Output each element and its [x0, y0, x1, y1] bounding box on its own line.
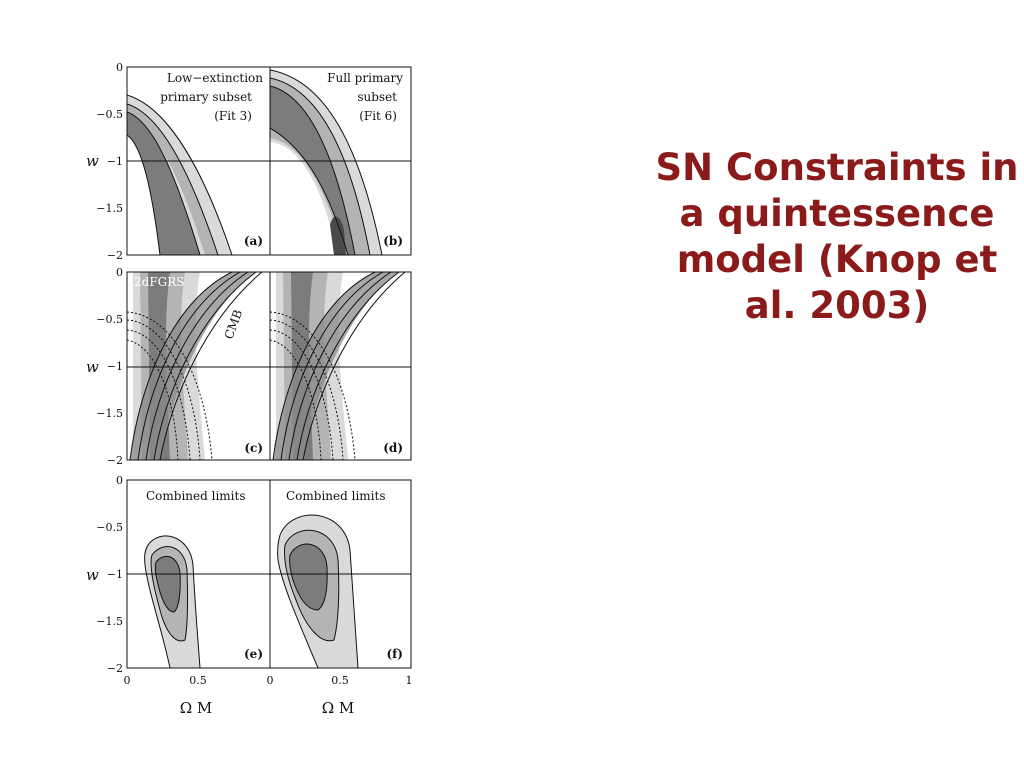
x-tick-label: 0	[124, 674, 131, 687]
panel-c-contours	[127, 272, 263, 460]
y-tick-label: −1.5	[96, 615, 123, 628]
panel-e-annotation: Combined limits	[146, 489, 246, 503]
y-tick-label: −1	[107, 155, 123, 168]
panel-f-annotation: Combined limits	[286, 489, 386, 503]
y-tick-label: −0.5	[96, 521, 123, 534]
panel-d: (d)	[269, 271, 412, 461]
panel-e: Combined limits (e)	[126, 479, 271, 669]
y-tick-label: 0	[116, 474, 123, 487]
x-axis-left: 0 0.5 Ω M	[124, 674, 213, 717]
panel-a-contours	[127, 94, 233, 255]
y-axis-row-3: 0 −0.5 −1 −1.5 −2 w	[86, 474, 123, 675]
panel-a-tag: (a)	[244, 234, 263, 248]
panel-b-contours	[270, 69, 383, 255]
panel-b: Full primary subset (Fit 6) (b)	[269, 66, 412, 256]
panel-b-tag: (b)	[383, 234, 403, 248]
y-axis-row-1: 0 −0.5 −1 −1.5 −2 w	[86, 61, 123, 262]
y-axis-label: w	[86, 566, 99, 584]
x-tick-label: 0.5	[331, 674, 349, 687]
x-axis-label: Ω M	[180, 699, 213, 717]
y-tick-label: −0.5	[96, 108, 123, 121]
panel-a-annotation-1: Low−extinction	[167, 71, 263, 85]
panel-b-annotation-2: subset	[357, 90, 397, 104]
panel-b-annotation-1: Full primary	[327, 71, 403, 85]
panel-c: 2dFGRS CMB (c)	[126, 271, 271, 461]
panel-d-tag: (d)	[383, 441, 403, 455]
panel-f-contours	[277, 514, 359, 668]
y-axis-label: w	[86, 358, 99, 376]
slide-title: SN Constraints in a quintessence model (…	[655, 146, 1019, 327]
panel-a: Low−extinction primary subset (Fit 3) (a…	[126, 66, 271, 256]
panel-a-annotation-3: (Fit 3)	[214, 109, 252, 123]
y-tick-label: −0.5	[96, 313, 123, 326]
panel-c-annotation-2dfgrs: 2dFGRS	[134, 275, 184, 289]
y-tick-label: −1.5	[96, 407, 123, 420]
x-tick-label: 0	[267, 674, 274, 687]
y-tick-label: −1	[107, 360, 123, 373]
x-tick-label: 1	[406, 674, 413, 687]
x-axis-label: Ω M	[322, 699, 355, 717]
panel-a-annotation-2: primary subset	[160, 90, 252, 104]
panel-f: Combined limits (f)	[269, 479, 412, 669]
x-axis-right: 0 0.5 1 Ω M	[267, 674, 413, 717]
panel-c-annotation-cmb: CMB	[222, 308, 246, 341]
panel-b-annotation-3: (Fit 6)	[359, 109, 397, 123]
y-tick-label: −1	[107, 568, 123, 581]
panel-c-tag: (c)	[244, 441, 263, 455]
y-tick-label: −2	[107, 249, 123, 262]
panel-d-contours	[270, 272, 406, 460]
y-axis-row-2: 0 −0.5 −1 −1.5 −2 w	[86, 266, 123, 467]
panel-f-tag: (f)	[386, 647, 403, 661]
y-tick-label: 0	[116, 61, 123, 74]
figure-panels: Low−extinction primary subset (Fit 3) (a…	[86, 61, 413, 717]
y-tick-label: −2	[107, 454, 123, 467]
panel-e-contours	[144, 535, 201, 668]
y-axis-label: w	[86, 152, 99, 170]
x-tick-label: 0.5	[189, 674, 207, 687]
y-tick-label: −2	[107, 662, 123, 675]
y-tick-label: 0	[116, 266, 123, 279]
y-tick-label: −1.5	[96, 202, 123, 215]
panel-e-tag: (e)	[244, 647, 263, 661]
